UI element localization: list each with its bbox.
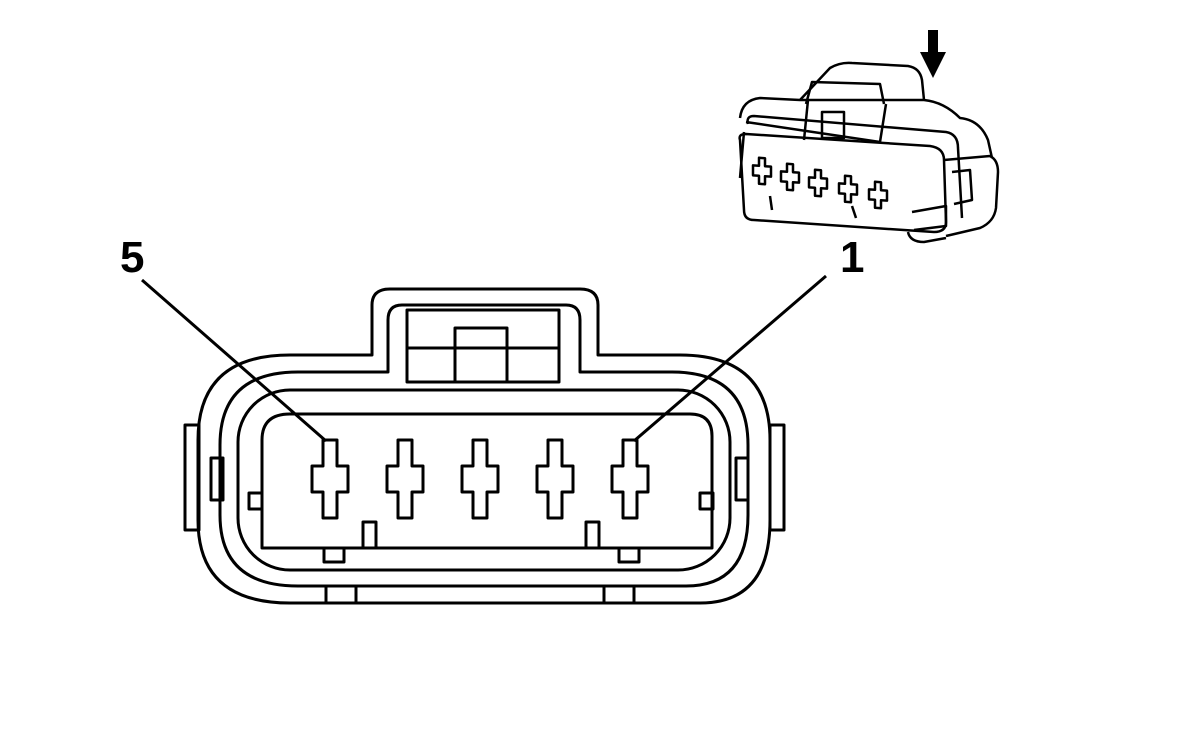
iso-upper-shell bbox=[738, 96, 994, 159]
side-latch-left bbox=[183, 423, 201, 532]
cavity-key bbox=[361, 520, 378, 550]
cavity-key bbox=[617, 546, 641, 564]
terminal-pin-3 bbox=[460, 438, 500, 520]
iso-terminal-cavity bbox=[867, 180, 889, 210]
leader-line-pin-1 bbox=[633, 274, 827, 443]
lock-tab-latch bbox=[453, 326, 509, 384]
side-latch-right bbox=[768, 423, 786, 532]
side-latch-right-inner bbox=[734, 456, 750, 502]
iso-terminal-cavity bbox=[751, 156, 773, 186]
cavity-key bbox=[322, 546, 346, 564]
side-latch-left-inner bbox=[209, 456, 225, 502]
iso-side-body bbox=[943, 154, 1000, 238]
iso-terminal-cavity bbox=[807, 168, 829, 198]
terminal-pin-4 bbox=[385, 438, 425, 520]
terminal-pin-5 bbox=[310, 438, 350, 520]
iso-terminal-cavity bbox=[837, 174, 859, 204]
terminal-pin-1 bbox=[610, 438, 650, 520]
connector-cavity bbox=[260, 412, 714, 550]
iso-terminal-cavity bbox=[779, 162, 801, 192]
connector-seal-ring bbox=[236, 388, 732, 572]
iso-lock-hump bbox=[799, 61, 926, 101]
terminal-pin-2 bbox=[535, 438, 575, 520]
cavity-key bbox=[247, 491, 264, 511]
connector-inner-shell bbox=[218, 303, 750, 588]
arrow-down-icon bbox=[920, 30, 946, 78]
cavity-key bbox=[698, 491, 715, 511]
leader-line-pin-5 bbox=[141, 278, 327, 443]
connector-front-view bbox=[183, 287, 786, 605]
connector-isometric-view bbox=[738, 61, 1000, 244]
pin-5-label: 5 bbox=[120, 233, 144, 282]
pin-1-label: 1 bbox=[840, 233, 864, 282]
cavity-key bbox=[584, 520, 601, 550]
